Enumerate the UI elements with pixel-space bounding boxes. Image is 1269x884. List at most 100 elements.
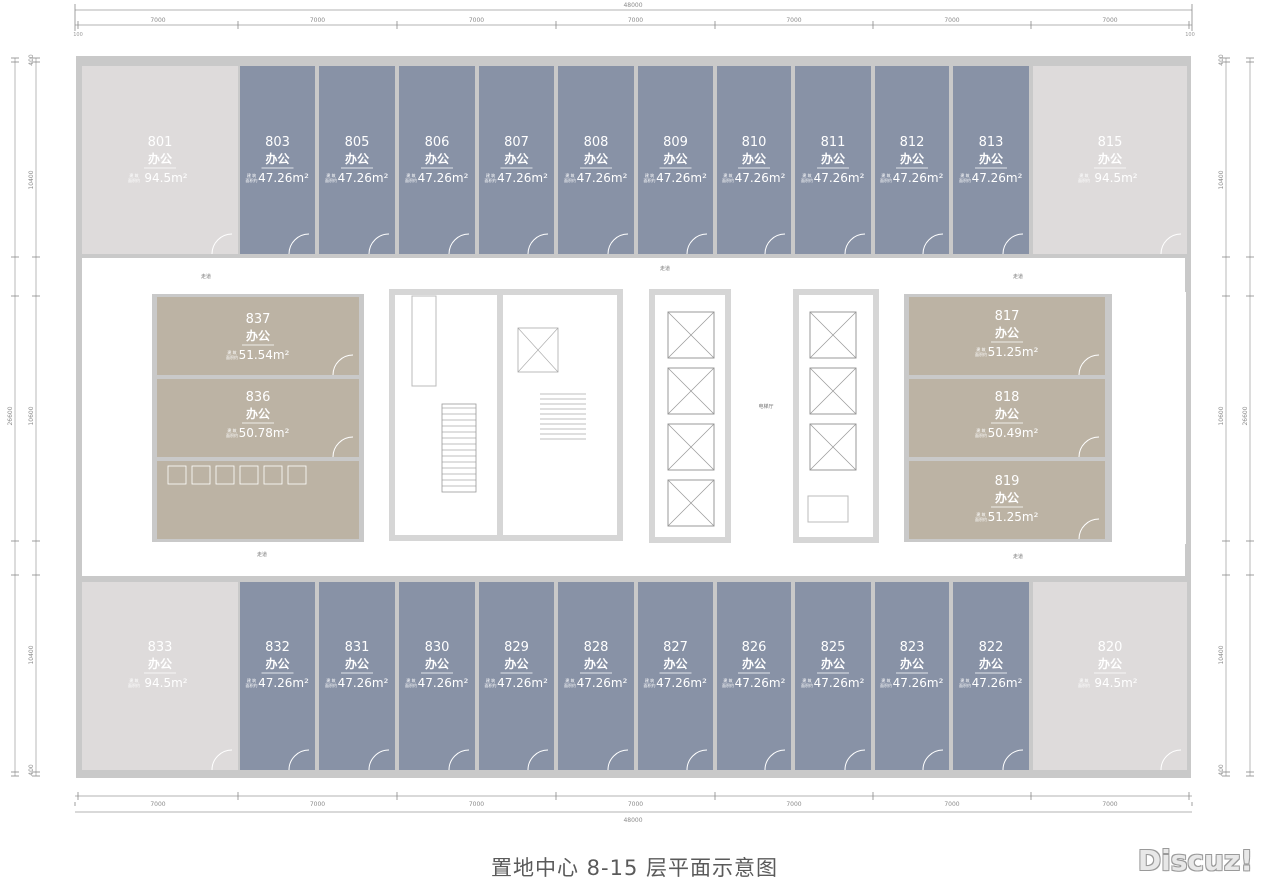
room-fill: [558, 582, 634, 770]
elevator-cross: [667, 311, 715, 359]
room-area: 47.26m²: [497, 171, 548, 185]
area-caption: 面积约: [1078, 682, 1090, 688]
dimension-label: 7000: [469, 17, 484, 24]
area-caption: 建 筑: [129, 677, 138, 683]
room-type-label: 办公: [504, 656, 528, 671]
shaft-cross: [517, 327, 559, 373]
dimension-label: 7000: [786, 801, 801, 808]
area-caption: 面积约: [405, 177, 417, 183]
room-number: 822: [979, 640, 1004, 655]
room-number: 827: [663, 640, 688, 655]
door-swing: [764, 749, 786, 771]
dimension-label: 26600: [7, 406, 14, 425]
room-number: 803: [265, 135, 290, 150]
corridor-label: 走道: [660, 265, 670, 272]
room-area: 47.26m²: [497, 676, 548, 690]
room-type-label: 办公: [246, 406, 270, 421]
room-number: 817: [995, 309, 1020, 324]
room-fill: [157, 297, 359, 375]
door-swing: [844, 749, 866, 771]
room-number: 808: [584, 135, 609, 150]
room-type-label: 办公: [821, 151, 845, 166]
room-fill: [909, 297, 1105, 375]
door-swing: [1078, 354, 1100, 376]
door-swing: [1160, 233, 1182, 255]
area-caption: 建 筑: [802, 172, 811, 178]
room-area: 94.5m²: [144, 676, 187, 690]
area-caption: 建 筑: [247, 677, 256, 683]
toilet-stall: [263, 465, 283, 485]
room-area: 47.26m²: [577, 171, 628, 185]
room-area: 94.5m²: [1094, 676, 1137, 690]
room-number: 836: [246, 390, 271, 405]
area-caption: 建 筑: [976, 346, 985, 352]
room-type-label: 办公: [1098, 151, 1122, 166]
area-caption: 建 筑: [326, 677, 335, 683]
room-number: 812: [900, 135, 925, 150]
door-swing: [368, 233, 390, 255]
toilet-stall: [191, 465, 211, 485]
elevator-cross: [809, 367, 857, 415]
corridor-north: [82, 258, 1185, 294]
area-caption: 面积约: [128, 682, 140, 688]
room-type-label: 办公: [148, 656, 172, 671]
room-area: 47.26m²: [656, 171, 707, 185]
lobby-block: [497, 289, 623, 541]
shaft: [517, 327, 559, 373]
room-number: 829: [504, 640, 529, 655]
room-fill: [717, 582, 791, 770]
room-number: 831: [345, 640, 370, 655]
corridor-west: [82, 292, 152, 544]
area-caption: 建 筑: [723, 172, 732, 178]
toilet-stall: [215, 465, 235, 485]
plan-caption: 置地中心 8-15 层平面示意图: [490, 856, 778, 880]
corridor-east: [1112, 292, 1186, 544]
forum-watermark: Discuz!: [1137, 844, 1253, 877]
room-fill: [479, 582, 554, 770]
area-caption: 建 筑: [723, 677, 732, 683]
door-swing: [764, 233, 786, 255]
room-area: 47.26m²: [893, 676, 944, 690]
room-number: 823: [900, 640, 925, 655]
corridor-south: [82, 542, 1185, 576]
room-area: 47.26m²: [656, 676, 707, 690]
room-type-label: 办公: [995, 490, 1019, 505]
room-area: 47.26m²: [258, 171, 309, 185]
corridor-label: 走道: [1013, 273, 1023, 280]
room-area: 47.26m²: [893, 171, 944, 185]
room-number: 825: [821, 640, 846, 655]
area-caption: 建 筑: [1079, 172, 1088, 178]
area-caption: 建 筑: [1079, 677, 1088, 683]
dimension-label: 7000: [628, 801, 643, 808]
room-number: 813: [979, 135, 1004, 150]
corridor-label: 走道: [1013, 553, 1023, 560]
area-caption: 面积约: [128, 177, 140, 183]
room-area: 51.25m²: [988, 510, 1039, 524]
room-type-label: 办公: [265, 151, 289, 166]
room-type-label: 办公: [504, 151, 528, 166]
room-area: 47.26m²: [972, 171, 1023, 185]
room-type-label: 办公: [900, 151, 924, 166]
door-swing: [448, 233, 470, 255]
room-number: 809: [663, 135, 688, 150]
area-caption: 面积约: [226, 354, 238, 360]
room-fill: [953, 582, 1029, 770]
door-swing: [844, 233, 866, 255]
dimension-label: 100: [1185, 32, 1195, 38]
shaft: [807, 495, 849, 523]
stair-outline: [441, 403, 477, 493]
area-caption: 建 筑: [881, 172, 890, 178]
area-caption: 建 筑: [645, 172, 654, 178]
room-number: 830: [425, 640, 450, 655]
room-type-label: 办公: [663, 151, 687, 166]
